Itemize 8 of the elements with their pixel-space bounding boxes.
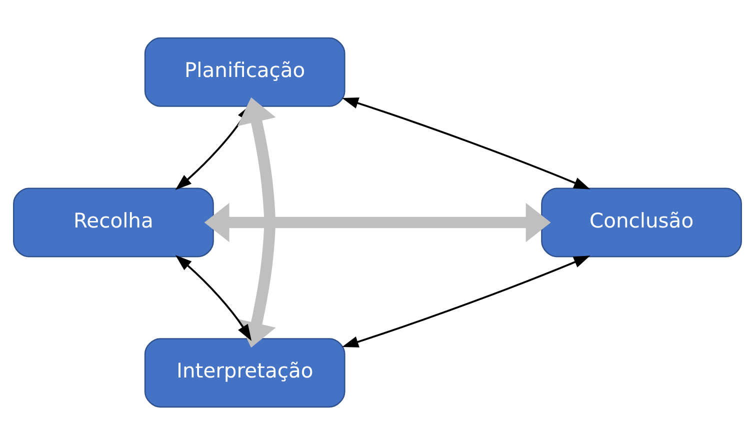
node-box: Interpretação bbox=[144, 338, 346, 408]
node-box: Conclusão bbox=[541, 187, 742, 257]
arrow bbox=[342, 97, 590, 189]
node-box: Recolha bbox=[13, 187, 214, 257]
node-box: Planificação bbox=[144, 36, 346, 106]
arrow bbox=[175, 254, 252, 340]
arrow bbox=[204, 202, 551, 242]
arrow bbox=[342, 255, 590, 347]
